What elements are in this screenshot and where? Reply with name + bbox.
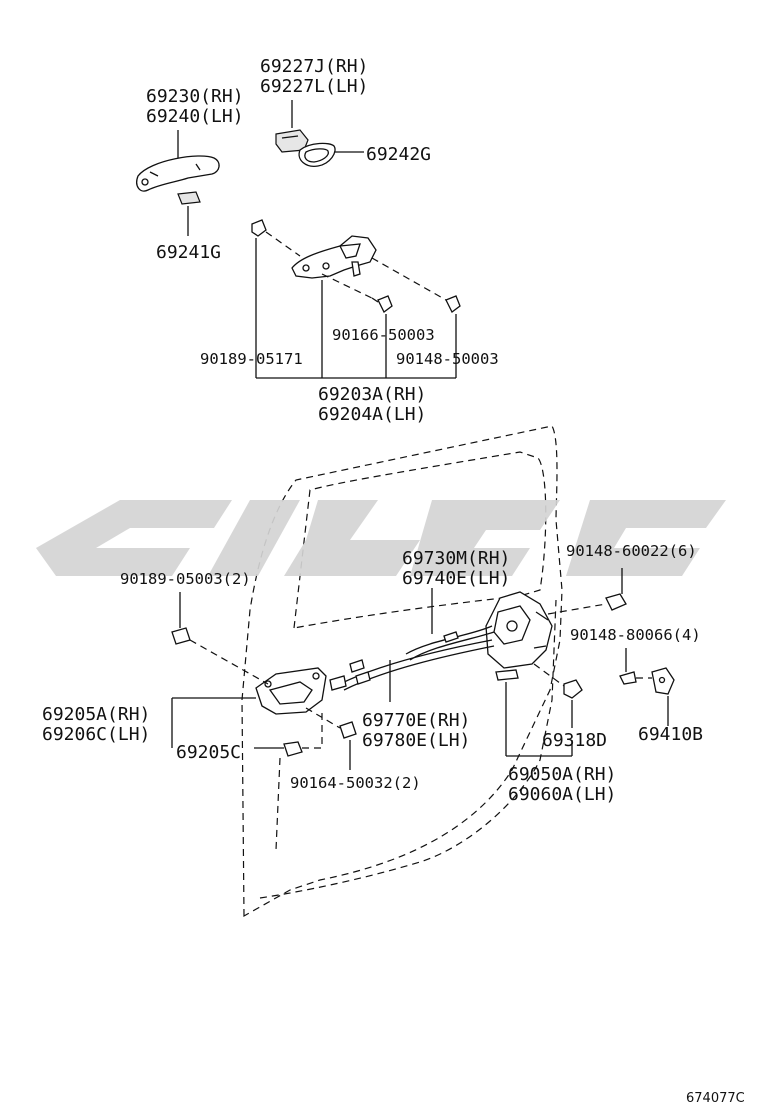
- dash-cap-door: [275, 757, 281, 851]
- label-69241g: 69241G: [156, 242, 221, 263]
- door-lock-part[interactable]: [485, 591, 553, 681]
- label-90189-05003: 90189-05003(2): [120, 570, 251, 588]
- handle-frame-part[interactable]: [291, 235, 377, 279]
- label-69410b: 69410B: [638, 724, 703, 745]
- dash-frame-bolt2: [371, 257, 447, 301]
- label-69206c-lh: 69206C(LH): [42, 724, 150, 745]
- bolt-90166-50003[interactable]: [371, 295, 393, 313]
- screw-90164-50032[interactable]: [339, 721, 357, 739]
- watermark-graphic: [36, 500, 726, 576]
- label-69780e-lh: 69780E(LH): [362, 730, 470, 751]
- dash-screw-frame: [265, 231, 301, 257]
- label-69205a-rh: 69205A(RH): [42, 704, 150, 725]
- cable-69770e[interactable]: [329, 639, 495, 691]
- inside-handle-part[interactable]: [255, 667, 327, 715]
- dash-lock-bumper: [533, 663, 565, 687]
- dash-lock-screw: [547, 603, 607, 615]
- label-69230-rh: 69230(RH): [146, 86, 244, 107]
- label-90148-60022: 90148-60022(6): [566, 542, 697, 560]
- label-69050a-rh: 69050A(RH): [508, 764, 616, 785]
- label-69060a-lh: 69060A(LH): [508, 784, 616, 805]
- label-69242g: 69242G: [366, 144, 431, 165]
- label-69227-lh: 69227L(LH): [260, 76, 368, 97]
- label-69205c: 69205C: [176, 742, 241, 763]
- label-69240-lh: 69240(LH): [146, 106, 244, 127]
- outside-handle-cover-part[interactable]: [136, 155, 220, 192]
- cap-69205c[interactable]: [283, 741, 303, 757]
- screw-90148-80066[interactable]: [619, 671, 637, 685]
- figure-code: 674077C: [686, 1091, 745, 1106]
- bracket-69205a: [171, 697, 256, 748]
- dash-handle-screw: [305, 707, 341, 729]
- dash-clip-handle: [189, 639, 269, 685]
- label-69227-rh: 69227J(RH): [260, 56, 368, 77]
- label-90189-05171: 90189-05171: [200, 350, 303, 368]
- clip-90189-05003[interactable]: [171, 627, 191, 645]
- label-90148-80066: 90148-80066(4): [570, 626, 701, 644]
- label-69740e-lh: 69740E(LH): [402, 568, 510, 589]
- label-90148-50003: 90148-50003: [396, 350, 499, 368]
- bumper-69318d[interactable]: [563, 679, 583, 699]
- label-90164-50032: 90164-50032(2): [290, 774, 421, 792]
- label-69204a-lh: 69204A(LH): [318, 404, 426, 425]
- label-69318d: 69318D: [542, 730, 607, 751]
- screw-90148-60022[interactable]: [605, 593, 627, 611]
- handle-gasket-part[interactable]: [298, 142, 336, 167]
- label-90166-50003: 90166-50003: [332, 326, 435, 344]
- striker-69410b[interactable]: [651, 667, 675, 695]
- dash-frame-bolt: [321, 273, 377, 301]
- screw-90189-05171[interactable]: [251, 219, 267, 237]
- handle-pad-part[interactable]: [177, 191, 201, 205]
- dash-cap-handle: [302, 712, 323, 749]
- label-69203a-rh: 69203A(RH): [318, 384, 426, 405]
- label-69730m-rh: 69730M(RH): [402, 548, 510, 569]
- bolt-90148-50003[interactable]: [445, 295, 461, 313]
- cable-69730m[interactable]: [405, 625, 495, 661]
- label-69770e-rh: 69770E(RH): [362, 710, 470, 731]
